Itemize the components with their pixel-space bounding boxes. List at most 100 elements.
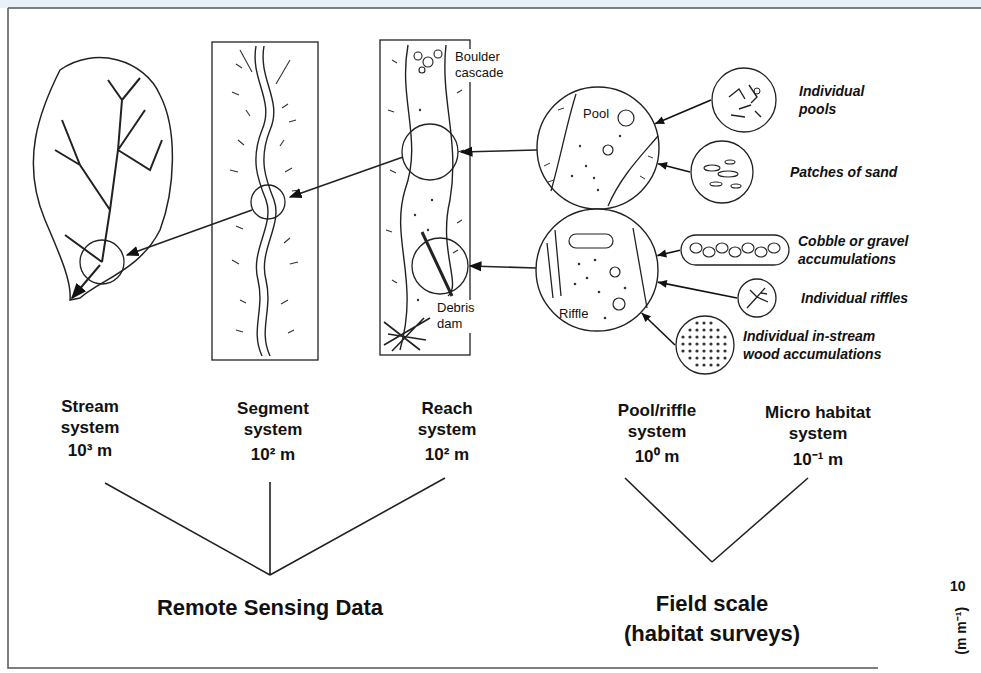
stipple-dot [593,177,595,179]
wood-fragment [702,321,705,324]
scale-label: Segment system [223,398,323,441]
sand-patch [731,184,741,188]
axis-fragment: 10 [950,578,978,596]
stipple-dot [586,277,589,280]
stipple-dot [419,109,421,111]
wood-fragment [709,363,712,366]
top-band [0,0,981,8]
scale-label: Stream system [40,396,140,439]
habitat-symbol [690,140,754,204]
boulder [419,67,425,73]
stipple-dot [431,199,433,201]
zoom-arrow [290,157,403,197]
zoom-circle: Pool [536,86,660,210]
wood-fragment [702,342,705,345]
cobble-stone [755,247,767,257]
wood-fragment [716,342,719,345]
habitat-circle [738,279,776,317]
habitat-symbol [737,278,777,318]
segment-panel [212,42,318,360]
wood-fragment [702,328,705,331]
wood-fragment [695,342,698,345]
wood-fragment [695,328,698,331]
wood-fragment [702,335,705,338]
habitat-label: Individual pools [799,82,889,118]
cobble-stone [729,247,741,257]
sand-patch [710,182,722,186]
bank-line [608,136,658,206]
connector [658,162,690,172]
wood-fragment [709,328,712,331]
wood-fragment [681,342,684,345]
stipple-dot [619,135,621,137]
arrowhead [655,117,665,124]
habitat-circle [712,68,776,132]
wood-fragment [702,356,705,359]
log [422,232,452,296]
wood-fragment [695,349,698,352]
stipple-dot [604,317,607,320]
wood-fragment [716,363,719,366]
debris-dam [384,318,430,351]
wood-fragment [716,349,719,352]
habitat-text-box: Individual pools [799,82,889,118]
wood-fragment [688,356,691,359]
wood-fragment [709,335,712,338]
stipple-dot [594,259,597,262]
group-label: Remote Sensing Data [120,594,420,622]
bank-line [547,230,561,298]
zoom-circle-art [536,86,660,210]
scale-value: 10⁻¹ m [778,449,858,470]
cobble-stone [690,243,702,253]
wood-fragment [709,356,712,359]
habitat-symbol [711,67,777,133]
pool-debris [729,85,761,117]
sand-patch [725,160,735,164]
bank-vegetation [230,50,300,333]
axis-fragment: (m m⁻¹) [953,601,971,661]
feature-label: Riffle [559,306,588,321]
connector [642,313,675,345]
boulder [414,52,422,60]
boulder [423,57,433,67]
cobble-stone [768,243,780,253]
wood-fragment [695,356,698,359]
wood-spot [613,298,625,310]
grouping-bracket [105,478,445,575]
bed-stipple [414,109,433,301]
habitat-item: Individual pools [711,67,889,133]
zoom-circle [402,124,458,180]
boulder-cascade [414,50,442,73]
sand-spot [603,145,613,155]
grouping-bracket [625,478,808,562]
stipple-dot [579,145,581,147]
stream-network [55,78,162,262]
wood-fragment [709,349,712,352]
sand-patch [718,171,738,177]
feature-label: Pool [583,106,609,121]
wood-fragment [716,328,719,331]
scale-label: Micro habitat system [751,402,886,445]
wood-fragment [695,335,698,338]
habitat-text-box: Patches of sand [790,163,930,181]
arrowhead [658,280,668,288]
connector-line [642,313,675,345]
wood-fragment [688,342,691,345]
scale-label: Reach system [402,398,492,441]
zoom-circle [412,238,468,294]
habitat-item: Individual riffles [737,278,931,318]
scale-value: 10⁰ m [617,446,697,467]
connector [658,280,737,298]
wood-fragment [709,321,712,324]
connector [655,100,711,124]
zoom-arrow [461,150,537,152]
habitat-label: Individual riffles [801,289,931,307]
sand-patch [704,165,720,171]
habitat-capsule [681,235,789,265]
wood-fragment [688,335,691,338]
zoom-circle: Riffle [535,208,659,332]
stipple-dot [624,287,627,290]
wood-fragment [709,342,712,345]
habitat-circle [676,316,734,374]
